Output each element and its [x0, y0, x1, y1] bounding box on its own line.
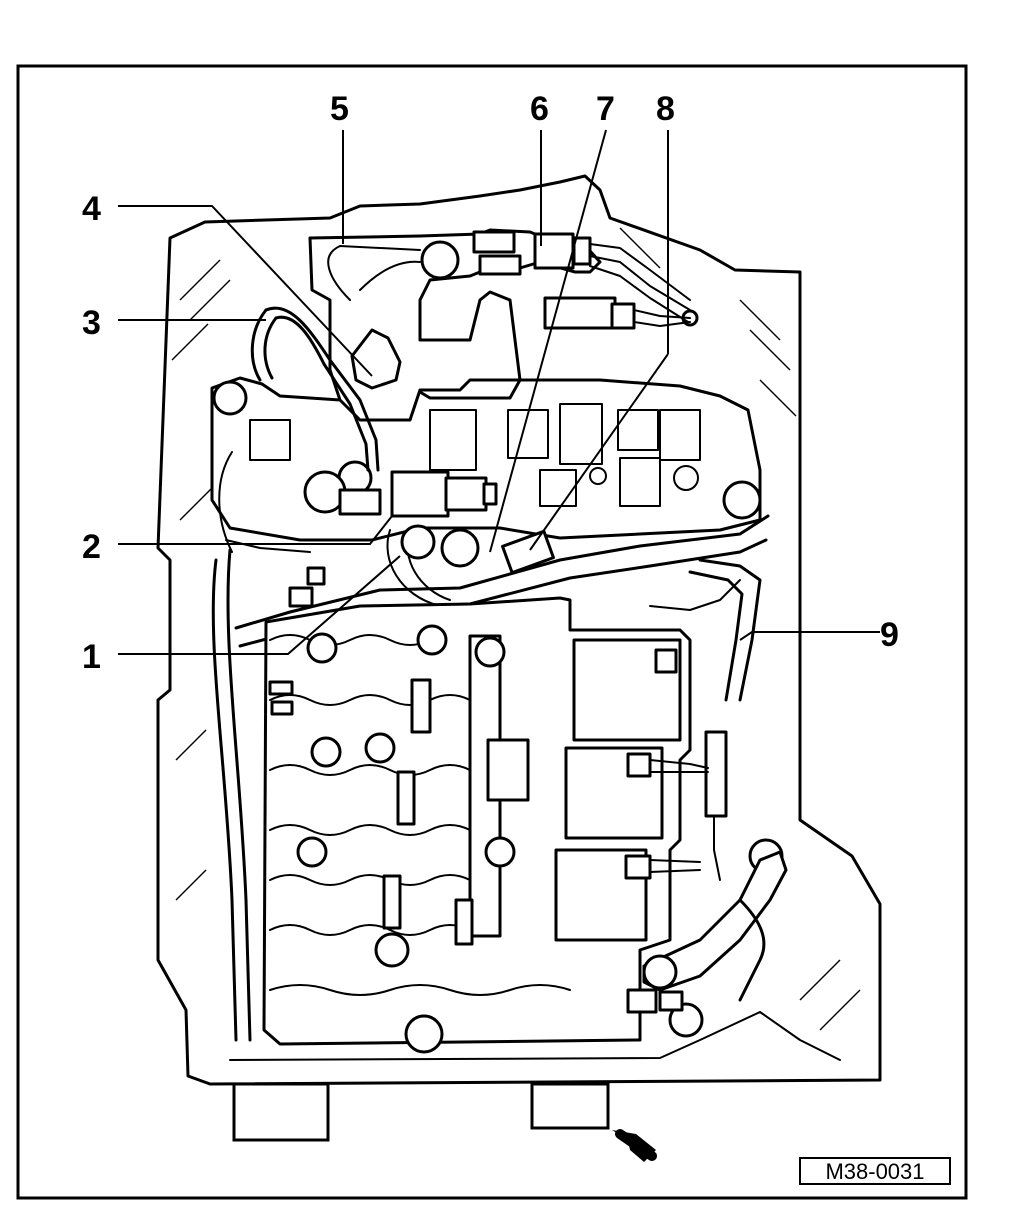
solenoid-valve-2 [338, 470, 498, 518]
callout-7: 7 [596, 90, 615, 128]
figure-frame [16, 64, 968, 1200]
leader-8b [529, 353, 669, 551]
callout-9: 9 [880, 616, 899, 654]
reference-code: M38-0031 [825, 1159, 924, 1184]
reference-code-box: M38-0031 [799, 1157, 951, 1185]
wiring-harness [234, 514, 770, 881]
leader-lines [118, 129, 880, 655]
leader-7 [489, 129, 607, 553]
housing-hatching [171, 227, 861, 1031]
solenoid-connector-top [308, 228, 691, 422]
mounting-stub-left [232, 1082, 330, 1142]
callout-1: 1 [82, 638, 101, 676]
callout-5: 5 [330, 90, 349, 128]
leader-2 [118, 515, 393, 545]
leader-9 [739, 631, 880, 641]
leader-1 [118, 555, 401, 655]
leader-4 [118, 205, 373, 377]
callout-4: 4 [82, 190, 101, 228]
callout-8: 8 [656, 90, 675, 128]
mounting-stub-right [530, 1082, 610, 1130]
callout-3: 3 [82, 304, 101, 342]
oil-tube-left [250, 306, 380, 472]
callout-2: 2 [82, 528, 101, 566]
left-harness-tubes [211, 451, 311, 1042]
solenoid-stack-right [554, 638, 788, 1014]
callout-6: 6 [530, 90, 549, 128]
view-direction-arrow [612, 1129, 657, 1162]
